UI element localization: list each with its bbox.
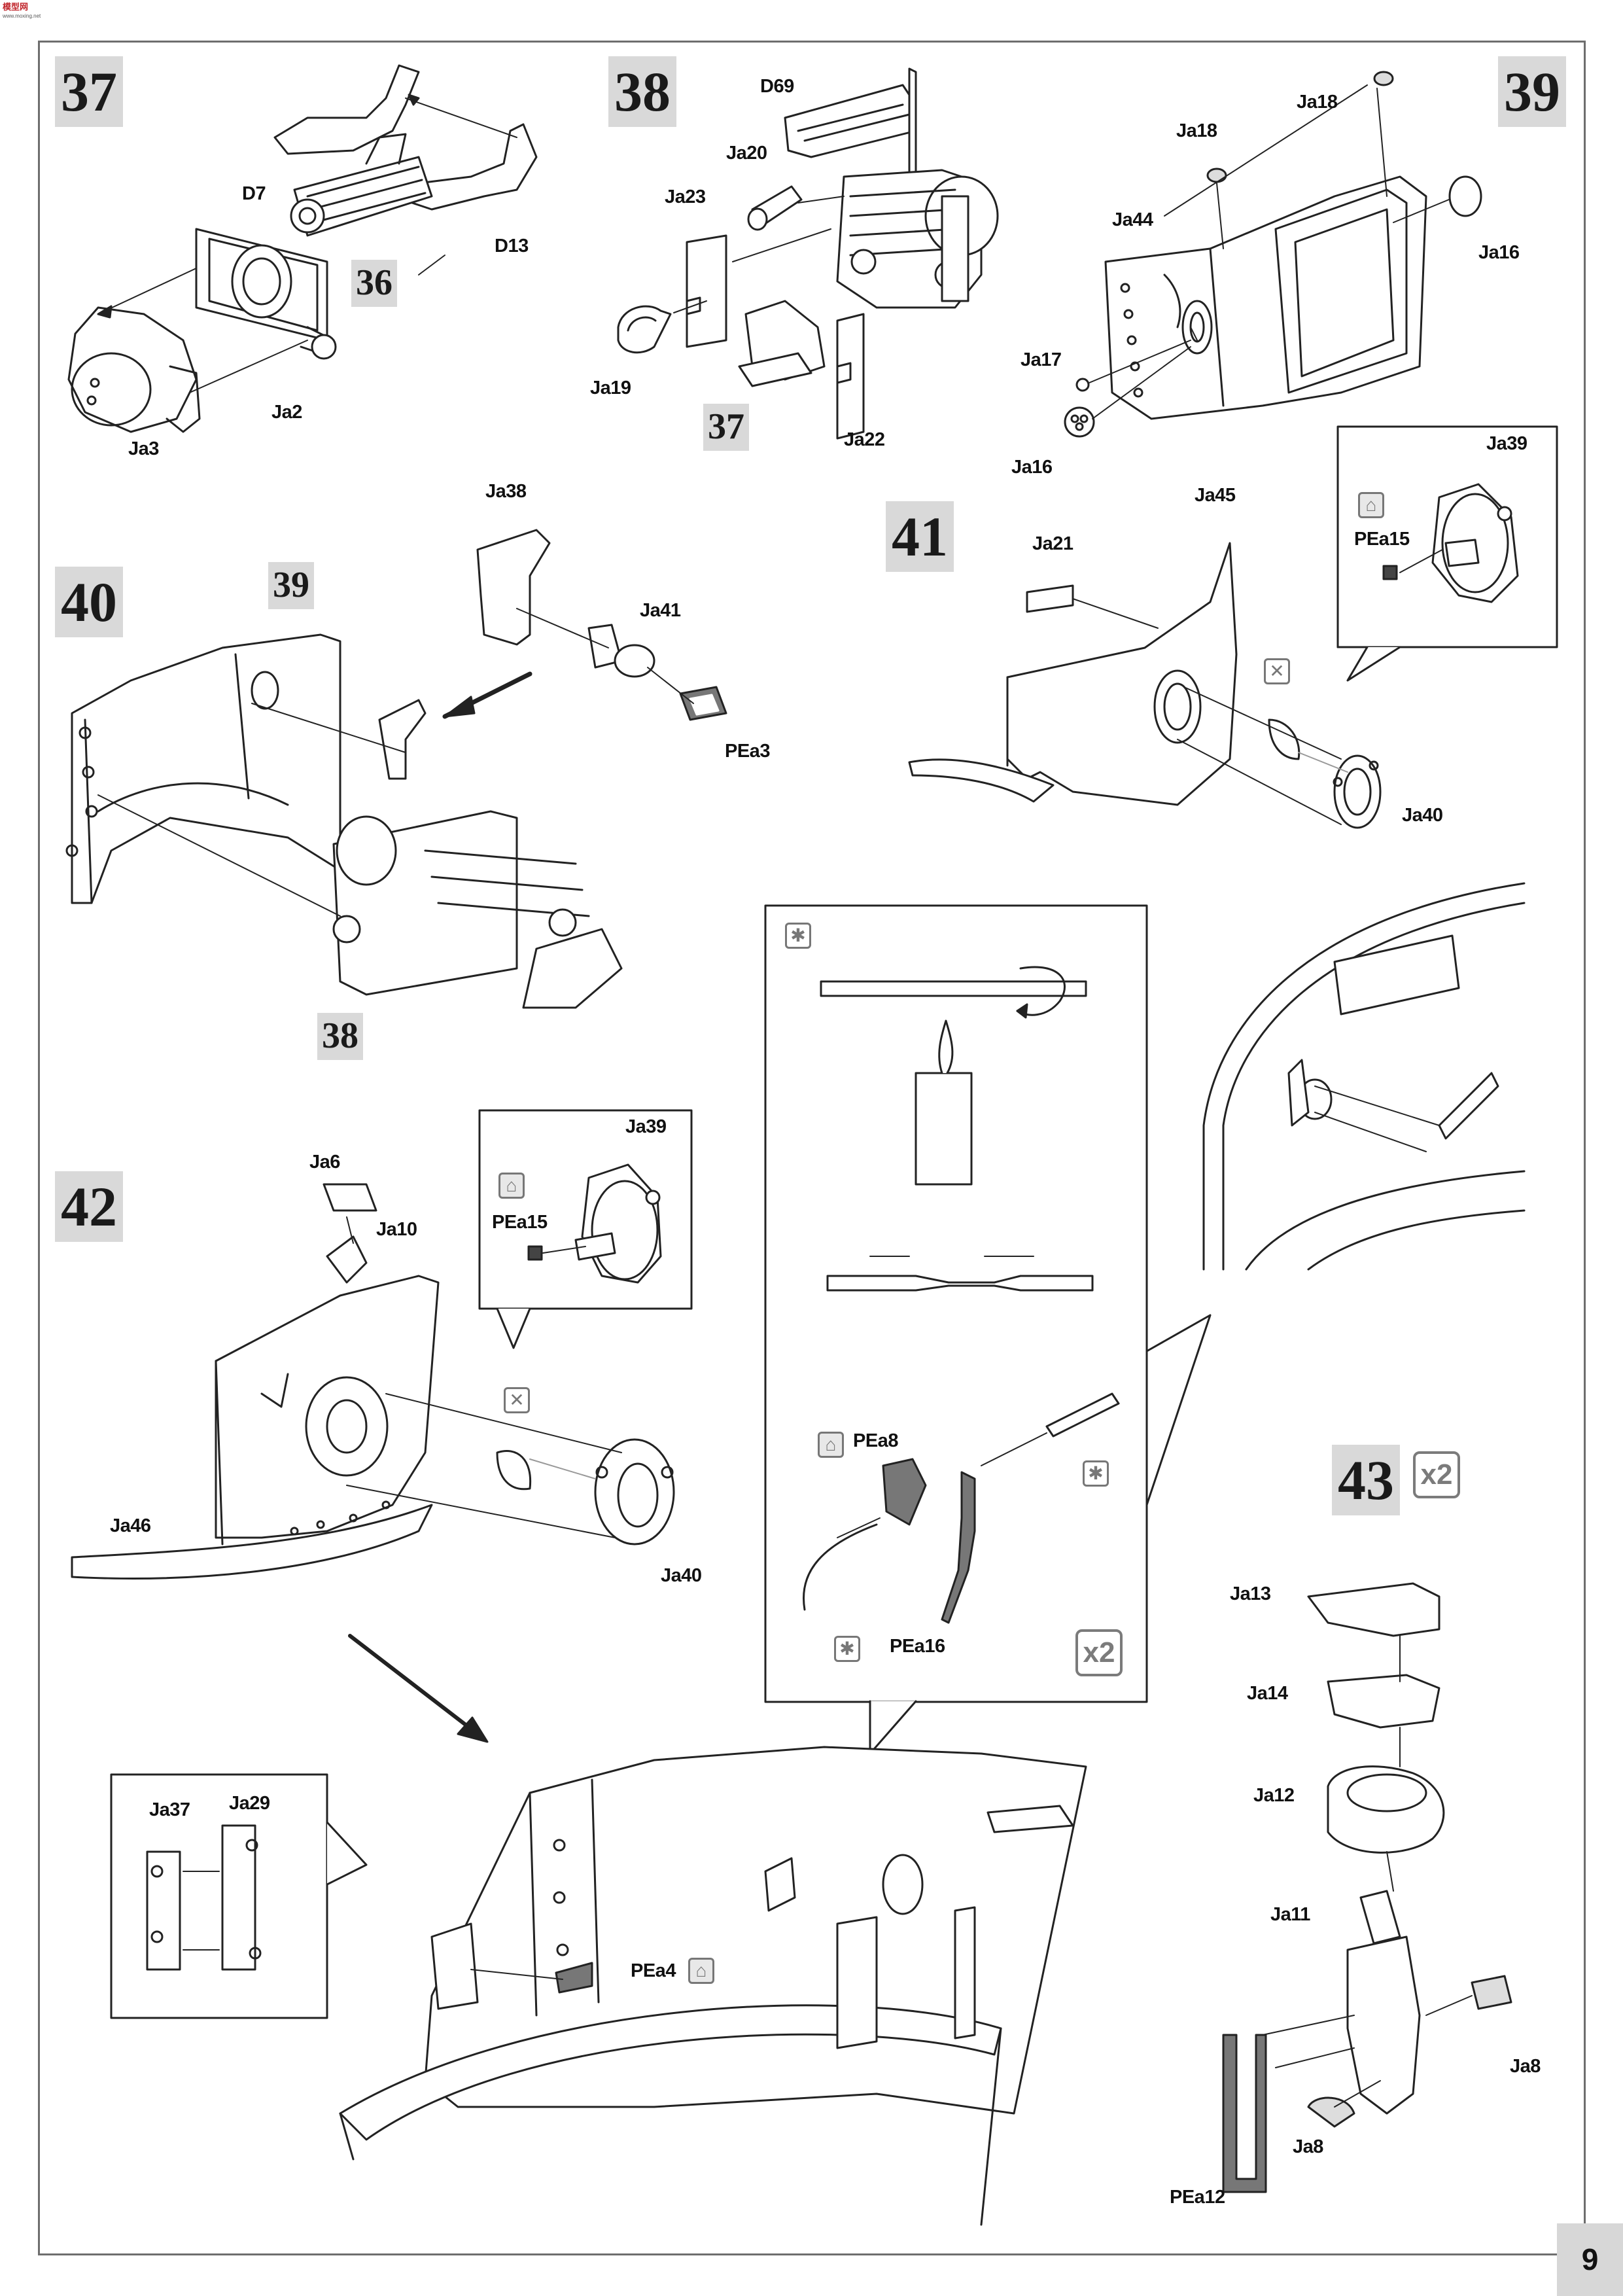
part-label: D7 — [242, 183, 266, 204]
step40-drawing — [65, 529, 727, 1009]
part-label: PEa8 — [853, 1430, 898, 1451]
heat-stretch-icon: ✱ — [785, 923, 811, 949]
step42-inset-bottom — [110, 1773, 368, 2019]
part-label: Ja23 — [665, 186, 706, 207]
part-label: PEa3 — [725, 741, 770, 762]
brand-logo: 模型网 www.moxing.net — [3, 2, 41, 20]
glue-bottle-icon: ✕ — [1264, 658, 1290, 684]
part-label: Ja10 — [376, 1219, 417, 1240]
step42-inset — [478, 1109, 693, 1349]
multiplier-x2-box: x2 — [1413, 1451, 1460, 1498]
part-label: Ja2 — [271, 402, 302, 423]
part-label: Ja12 — [1253, 1785, 1295, 1806]
part-label: Ja21 — [1032, 533, 1073, 554]
detail-view-turret — [1202, 882, 1526, 1271]
subassembly-ref-36: 36 — [351, 260, 397, 307]
heat-stretch-icon: ✱ — [834, 1636, 860, 1662]
part-label: PEa15 — [492, 1212, 548, 1233]
part-label: Ja40 — [661, 1565, 702, 1586]
part-label: Ja3 — [128, 438, 159, 459]
step-40-number: 40 — [55, 567, 123, 637]
part-label: Ja44 — [1112, 209, 1153, 230]
photo-etch-icon: ⌂ — [498, 1173, 525, 1199]
step41-inset — [1336, 425, 1558, 682]
photo-etch-icon: ⌂ — [818, 1432, 844, 1458]
step39-drawing — [1064, 71, 1482, 438]
part-label: Ja6 — [309, 1152, 340, 1173]
photo-etch-icon: ⌂ — [688, 1958, 714, 1984]
step37-drawing — [67, 64, 538, 433]
subassembly-ref-39: 39 — [268, 562, 314, 609]
part-label: D69 — [760, 76, 794, 97]
photo-etch-icon: ⌂ — [1358, 492, 1384, 518]
part-label: PEa4 — [631, 1960, 676, 1981]
turret-assembly-bottom — [339, 1746, 1087, 2226]
subassembly-ref-37: 37 — [703, 404, 749, 451]
step41-drawing — [908, 542, 1382, 829]
part-label: Ja17 — [1021, 349, 1062, 370]
part-label: Ja16 — [1011, 457, 1053, 478]
part-label: Ja18 — [1176, 120, 1217, 141]
subassembly-ref-38: 38 — [317, 1013, 363, 1060]
glue-bottle-icon: ✕ — [504, 1387, 530, 1413]
step42-drawing — [71, 1183, 675, 1743]
part-label: Ja37 — [149, 1799, 190, 1820]
part-label: Ja14 — [1247, 1683, 1288, 1704]
part-label: Ja13 — [1230, 1583, 1271, 1604]
part-label: Ja8 — [1293, 2136, 1323, 2157]
step-42-number: 42 — [55, 1171, 123, 1242]
step-37-number: 37 — [55, 56, 123, 127]
part-label: Ja45 — [1195, 485, 1236, 506]
part-label: PEa12 — [1170, 2187, 1225, 2208]
page-number: 9 — [1557, 2223, 1623, 2296]
part-label: Ja8 — [1510, 2056, 1541, 2077]
part-label: Ja41 — [640, 600, 681, 621]
part-label: Ja46 — [110, 1515, 151, 1536]
part-label: Ja39 — [1486, 433, 1527, 454]
page-frame — [38, 41, 1586, 2255]
part-label: Ja40 — [1402, 805, 1443, 826]
part-label: Ja19 — [590, 378, 631, 398]
step-41-number: 41 — [886, 501, 954, 572]
multiplier-x2-box: x2 — [1075, 1629, 1123, 1676]
step-38-number: 38 — [608, 56, 676, 127]
step38-drawing — [617, 67, 999, 440]
part-label: PEa15 — [1354, 529, 1410, 550]
part-label: Ja22 — [844, 429, 885, 450]
part-label: PEa16 — [890, 1636, 945, 1657]
heat-stretch-icon: ✱ — [1083, 1460, 1109, 1487]
part-label: D13 — [495, 236, 529, 256]
heat-stretch-inset — [764, 904, 1212, 1755]
part-label: Ja18 — [1297, 92, 1338, 113]
step43-drawing — [1222, 1582, 1512, 2193]
part-label: Ja38 — [485, 481, 527, 502]
part-label: Ja16 — [1478, 242, 1520, 263]
part-label: Ja29 — [229, 1793, 270, 1814]
part-label: Ja20 — [726, 143, 767, 164]
part-label: Ja11 — [1270, 1904, 1310, 1925]
step-39-number: 39 — [1498, 56, 1566, 127]
part-label: Ja39 — [625, 1116, 667, 1137]
step-43-number: 43 — [1332, 1445, 1400, 1515]
